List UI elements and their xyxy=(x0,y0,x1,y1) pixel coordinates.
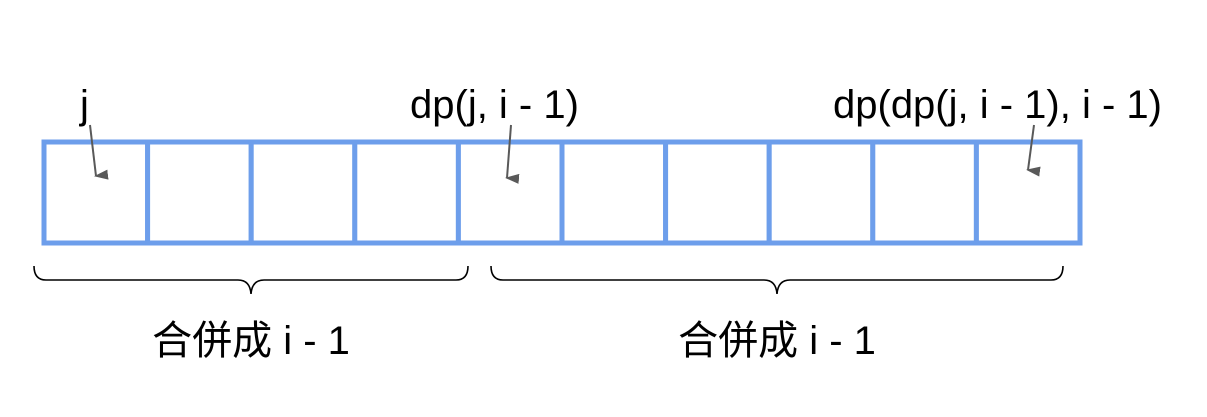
group-label-right: 合併成 i - 1 xyxy=(678,319,876,363)
group-brace-left xyxy=(33,265,469,295)
array-cell-2 xyxy=(248,139,358,246)
array-cell-7 xyxy=(766,139,876,246)
pointer-label-j: j xyxy=(79,83,89,127)
pointer-arrow-j xyxy=(89,124,109,180)
array-cell-4 xyxy=(455,139,565,246)
pointer-label-dp-dp-j: dp(dp(j, i - 1), i - 1) xyxy=(833,83,1162,127)
array-cell-1 xyxy=(145,139,254,246)
pointer-label-dp-j: dp(j, i - 1) xyxy=(410,83,579,127)
array-cell-0 xyxy=(41,139,151,246)
array-cells xyxy=(41,139,1083,246)
group-label-left: 合併成 i - 1 xyxy=(152,319,350,363)
pointer-arrow-dp-j xyxy=(505,124,520,184)
array-cell-8 xyxy=(870,139,979,246)
array-cell-6 xyxy=(663,139,772,246)
array-cell-5 xyxy=(559,139,669,246)
array-cell-3 xyxy=(352,139,461,246)
pointer-arrow-dp-dp-j xyxy=(1026,124,1041,177)
array-cell-9 xyxy=(973,139,1083,246)
group-brace-right xyxy=(490,265,1064,295)
